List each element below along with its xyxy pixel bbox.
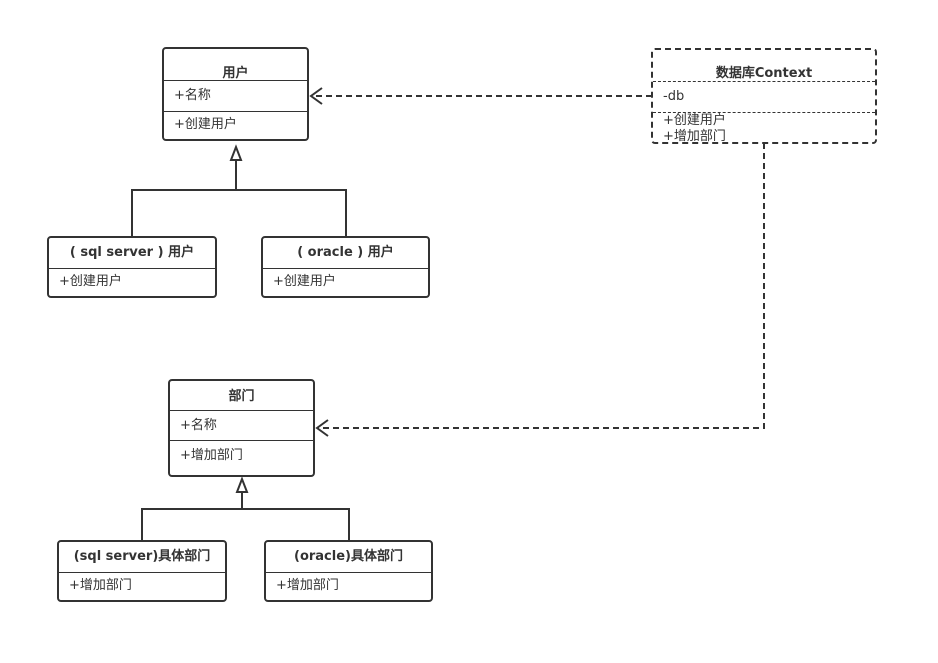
class-name: (oracle)具体部门	[294, 549, 403, 564]
dependency-arrowhead-dept	[315, 419, 329, 437]
class-name: (sql server)具体部门	[73, 549, 211, 564]
operation: +增加部门	[180, 448, 243, 463]
class-name: 数据库Context	[715, 66, 813, 81]
operations-section: +创建用户 +增加部门	[653, 112, 875, 142]
generalization-sql-dept	[141, 508, 242, 541]
class-oracle-dept[interactable]: (oracle)具体部门 +增加部门	[264, 540, 433, 602]
attributes-section: -db	[653, 81, 875, 112]
operation: +创建用户	[59, 274, 122, 289]
operation: +增加部门	[276, 578, 339, 593]
class-name: ( oracle ) 用户	[297, 245, 394, 260]
operations-section: +增加部门	[59, 572, 225, 600]
generalization-oracle-user	[235, 160, 347, 237]
class-sql-server-user[interactable]: ( sql server ) 用户 +创建用户	[47, 236, 217, 298]
operations-section: +增加部门	[266, 572, 431, 600]
class-user[interactable]: 用户 +名称 +创建用户	[162, 47, 309, 141]
class-sql-server-dept[interactable]: (sql server)具体部门 +增加部门	[57, 540, 227, 602]
operation: +增加部门	[69, 578, 132, 593]
attributes-section: +名称	[170, 410, 313, 440]
attribute: -db	[663, 89, 685, 104]
generalization-oracle-dept	[241, 493, 350, 541]
dependency-arrowhead-user	[309, 87, 323, 105]
operations-section: +增加部门	[170, 440, 313, 475]
class-name: 用户	[222, 66, 249, 81]
class-dept[interactable]: 部门 +名称 +增加部门	[168, 379, 315, 477]
operations-section: +创建用户	[164, 111, 307, 139]
class-name: 部门	[228, 389, 255, 404]
attribute: +名称	[180, 418, 217, 433]
attributes-section: +名称	[164, 80, 307, 111]
generalization-sql-user	[131, 189, 236, 237]
operation: +创建用户	[273, 274, 336, 289]
dependency-context-to-dept	[318, 143, 765, 429]
generalization-arrowhead-dept	[235, 476, 249, 493]
operations-section: +创建用户	[263, 268, 428, 296]
operation: +创建用户	[663, 113, 726, 128]
operation: +创建用户	[174, 117, 237, 132]
attribute: +名称	[174, 88, 211, 103]
generalization-arrowhead-user	[229, 144, 243, 161]
operation: +增加部门	[663, 129, 726, 144]
operations-section: +创建用户	[49, 268, 215, 296]
class-db-context[interactable]: 数据库Context -db +创建用户 +增加部门	[651, 48, 877, 144]
class-oracle-user[interactable]: ( oracle ) 用户 +创建用户	[261, 236, 430, 298]
class-name: ( sql server ) 用户	[69, 245, 195, 260]
